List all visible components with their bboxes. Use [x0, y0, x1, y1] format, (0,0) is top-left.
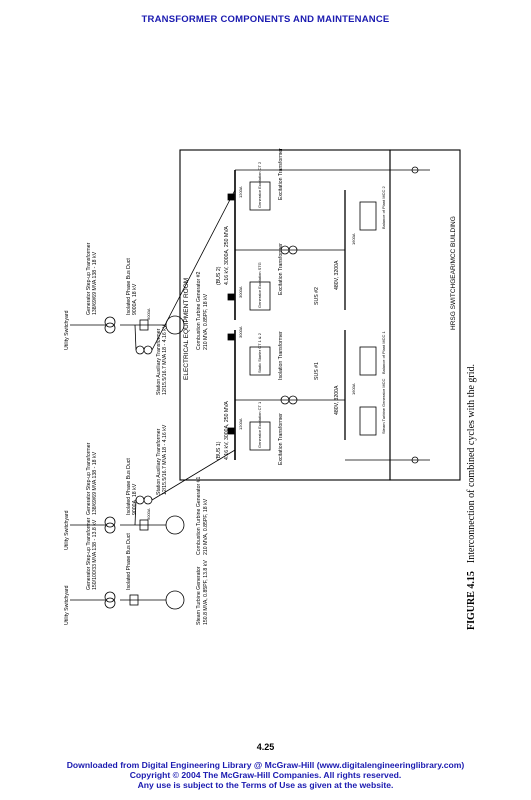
footer: Downloaded from Digital Engineering Libr…	[0, 760, 531, 790]
static-starter-box	[249, 346, 271, 376]
st-mcc-text: Steam Turbine Generator MCC	[381, 379, 386, 434]
breaker-1600-a: 1600A	[351, 383, 356, 395]
breaker-1200-b: 1200A	[238, 186, 243, 198]
gen-exc-sto-text: Generator Excitation STG	[257, 262, 262, 308]
one-line-diagram: Steam Turbine Generator 150.8 MVA, 0.85P…	[64, 148, 461, 625]
footer-line-3: Any use is subject to the Terms of Use a…	[137, 780, 394, 790]
sus-2-label: SUS #2	[314, 287, 320, 305]
gen-exc-ct2-text: Generator Excitation CT 2	[257, 161, 262, 208]
figure-number: FIGURE 4.15	[466, 571, 477, 630]
bus-1-label: (BUS 1)	[216, 441, 222, 460]
bus-1-rating: 4.16 kV, 3000A, 250 MVA	[224, 401, 230, 460]
gen-stepup-st-rating: 150/100/33 MVA 138 - 13.8 kV	[92, 519, 98, 590]
steam-turbine-label: Steam Turbine Generator	[196, 566, 202, 625]
isolated-phase-bus-1: Isolated Phase Bus Duct	[126, 458, 132, 515]
isolation-transformer: Isolation Transformer	[278, 331, 284, 380]
breaker-1600-b: 1600A	[351, 233, 356, 245]
figure-caption-text: Interconnection of combined cycles with …	[466, 363, 477, 564]
breaker-9000-a: 9000A	[146, 508, 151, 520]
ct-generator-2-symbol	[165, 315, 185, 335]
station-aux-2-rating: 12/15.5/16.7 MVA 18 - 4.16 kV	[162, 324, 168, 395]
figure-caption: FIGURE 4.15 Interconnection of combined c…	[466, 240, 477, 630]
running-header: TRANSFORMER COMPONENTS AND MAINTENANCE	[141, 14, 390, 25]
generator-excitation-ct1-box	[249, 421, 271, 451]
steam-turbine-rating: 150.8 MVA, 0.85PF, 13.8 kV	[203, 560, 209, 625]
utility-switchyard-1: Utility Switchyard	[64, 585, 70, 625]
utility-switchyard-2: Utility Switchyard	[64, 510, 70, 550]
static-starter-text: Static Starter CT 1 & 2	[257, 332, 262, 373]
steam-turbine-mcc-box	[359, 406, 377, 436]
bop-mcc1-text: Balance of Plant MCC 1	[381, 331, 386, 374]
balance-of-plant-mcc2-box	[359, 201, 377, 231]
station-aux-1-rating: 12/15.5/16.7 MVA 18 - 4.16 kV	[162, 424, 168, 495]
breaker-9000-b: 9000A	[146, 308, 151, 320]
gen-stepup-1-rating: 138/69/69 MVA 138 - 18 kV	[92, 451, 98, 515]
ct-generator-1-symbol	[165, 515, 185, 535]
isolated-phase-bus-st: Isolated Phase Bus Duct	[126, 533, 132, 590]
gen-exc-ct1-text: Generator Excitation CT 1	[257, 401, 262, 448]
isolated-phase-bus-2-rating: 9000A, 18 kV	[132, 283, 138, 315]
bus-2-label: (BUS 2)	[216, 266, 222, 285]
bop-mcc2-text: Balance of Plant MCC 2	[381, 186, 386, 229]
isolated-phase-bus-2: Isolated Phase Bus Duct	[126, 258, 132, 315]
utility-switchyard-3: Utility Switchyard	[64, 310, 70, 350]
ct-gen-1-rating: 210 MVA, 0.85PF, 18 kV	[203, 498, 209, 555]
equipment-room-boundary	[179, 149, 391, 481]
steam-turbine-generator-symbol	[165, 590, 185, 610]
ct-gen-2-rating: 210 MVA, 0.85PF, 18 kV	[203, 293, 209, 350]
bus-480v-1: 480V, 3200A	[334, 385, 340, 415]
gen-stepup-1: Generator Step-up Transformer	[86, 442, 92, 515]
gen-stepup-2-rating: 138/69/69 MVA 138 - 18 kV	[92, 251, 98, 315]
excitation-transformer-1: Excitation Transformer	[278, 413, 284, 465]
balance-of-plant-mcc1-box	[359, 346, 377, 376]
generator-excitation-sto-box	[249, 281, 271, 311]
footer-line-1: Downloaded from Digital Engineering Libr…	[66, 760, 465, 770]
sus-1-label: SUS #1	[314, 362, 320, 380]
ct-gen-2-label: Combustion Turbine Generator #2	[196, 271, 202, 350]
gen-stepup-st: Generator Step-up Transformer	[86, 517, 92, 590]
bus-2-rating: 4.16 kV, 3000A, 250 MVA	[224, 226, 230, 285]
bus-480v-2: 480V, 3200A	[334, 260, 340, 290]
footer-line-2: Copyright © 2004 The McGraw-Hill Compani…	[129, 770, 402, 780]
breaker-3000-a: 3000A	[238, 326, 243, 338]
excitation-transformer-3: Excitation Transformer	[278, 148, 284, 200]
figure-caption-container: FIGURE 4.15 Interconnection of combined c…	[448, 240, 478, 630]
page-number: 4.25	[256, 742, 275, 752]
hrsg-building-label: HRSG SWITCHGEAR/MCC BUILDING	[450, 216, 457, 330]
hrsg-building-boundary	[389, 149, 461, 481]
breaker-1200-a: 1200A	[238, 418, 243, 430]
equipment-room-label: ELECTRICAL EQUIPMENT ROOM	[183, 278, 190, 380]
isolated-phase-bus-1-rating: 9000A, 18 kV	[132, 483, 138, 515]
generator-excitation-ct2-box	[249, 181, 271, 211]
station-aux-1: Station Auxiliary Transformer	[156, 428, 162, 495]
excitation-transformer-2: Excitation Transformer	[278, 243, 284, 295]
station-aux-2: Station Auxiliary Transformer	[156, 328, 162, 395]
breaker-3000-b: 3000A	[238, 286, 243, 298]
ct-gen-1-label: Combustion Turbine Generator #1	[196, 476, 202, 555]
gen-stepup-2: Generator Step-up Transformer	[86, 242, 92, 315]
